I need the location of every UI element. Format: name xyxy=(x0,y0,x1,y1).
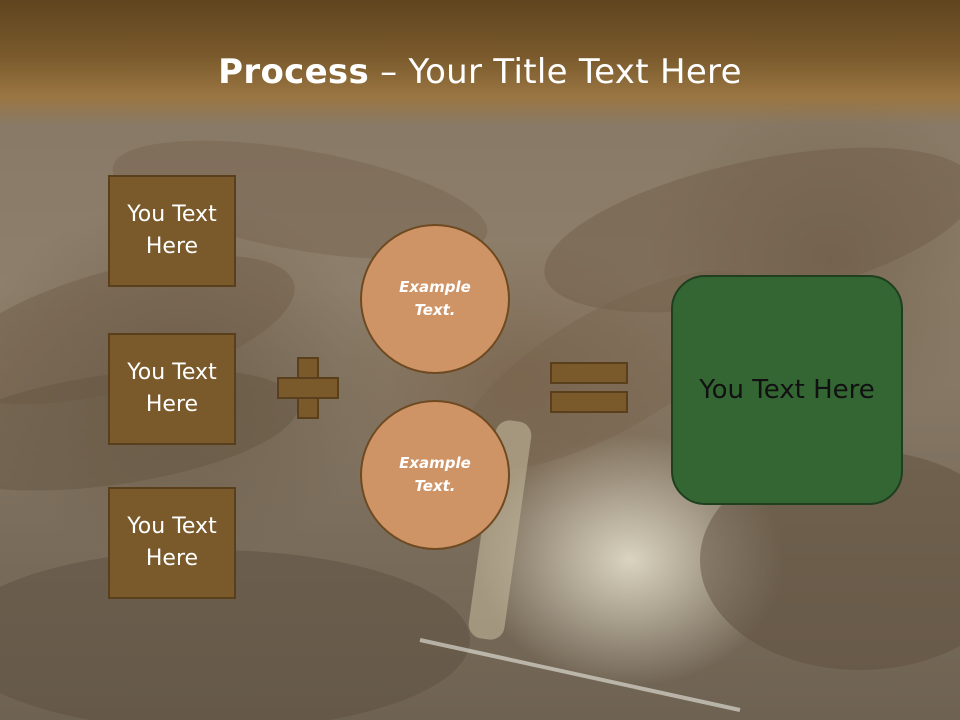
page-title: Process – Your Title Text Here xyxy=(0,52,960,92)
example-circle-2-text: Example Text. xyxy=(399,454,471,495)
input-box-1-text: You Text Here xyxy=(127,202,217,259)
equals-bar-bottom xyxy=(550,391,628,413)
example-circle-2: Example Text. xyxy=(360,400,510,550)
plus-icon xyxy=(277,357,339,419)
title-bold: Process xyxy=(218,52,370,92)
result-box-text: You Text Here xyxy=(699,375,875,405)
input-box-3: You Text Here xyxy=(108,487,236,599)
input-box-2-text: You Text Here xyxy=(127,360,217,417)
example-circle-1-text: Example Text. xyxy=(399,278,471,319)
input-box-2: You Text Here xyxy=(108,333,236,445)
title-bar xyxy=(0,0,960,125)
input-box-1: You Text Here xyxy=(108,175,236,287)
equals-bar-top xyxy=(550,362,628,384)
title-rest: – Your Title Text Here xyxy=(369,52,742,92)
input-box-3-text: You Text Here xyxy=(127,514,217,571)
result-box: You Text Here xyxy=(671,275,903,505)
example-circle-1: Example Text. xyxy=(360,224,510,374)
